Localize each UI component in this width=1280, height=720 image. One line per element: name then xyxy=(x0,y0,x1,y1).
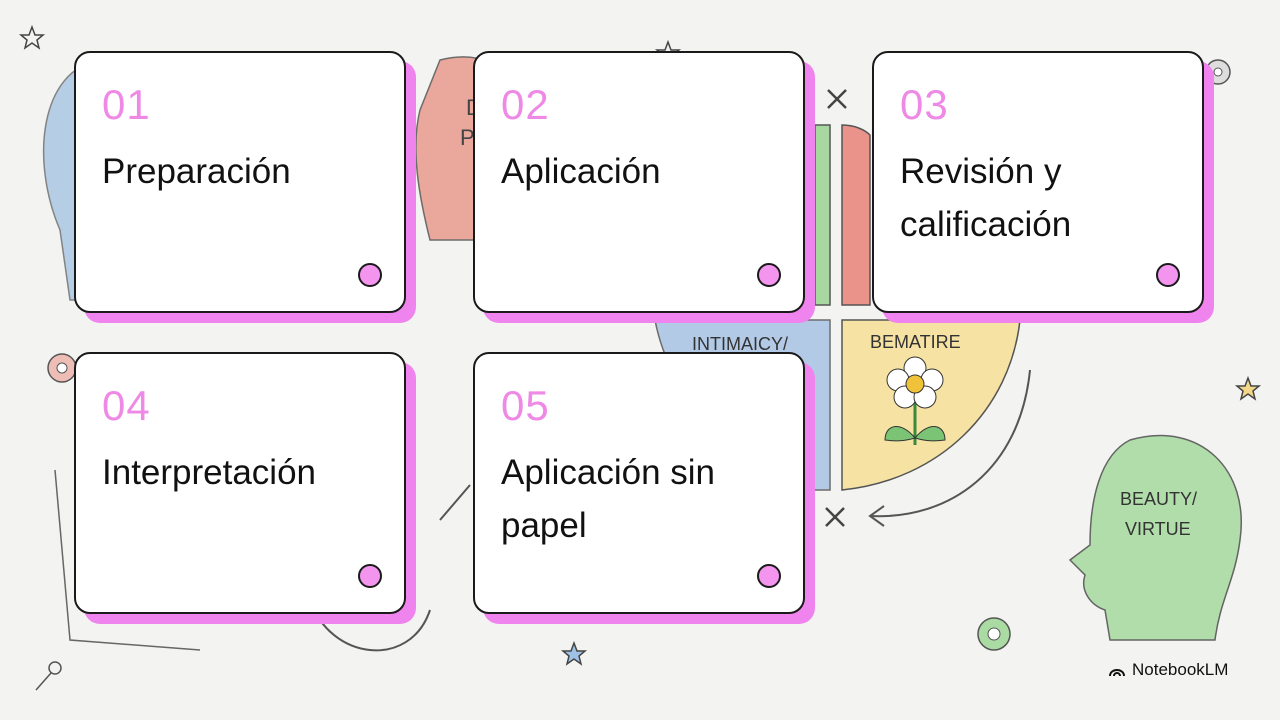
left-page-sketch xyxy=(54,469,201,651)
dart-arrow xyxy=(439,484,471,521)
card-dot-icon xyxy=(757,564,781,588)
step-title: Interpretación xyxy=(102,453,317,492)
quadrant-red xyxy=(841,124,871,306)
gear-icon xyxy=(977,617,1011,651)
card-dot-icon xyxy=(757,263,781,287)
gear-icon xyxy=(1205,59,1231,85)
curve-arrow xyxy=(869,369,1031,518)
step-card-03: 03 Revisión y calificación xyxy=(872,51,1204,313)
notebooklm-logo-icon xyxy=(1109,669,1125,677)
card-dot-icon xyxy=(358,564,382,588)
step-card-05: 05 Aplicación sin papel xyxy=(473,352,805,614)
target-circle xyxy=(309,599,431,652)
pin-icon xyxy=(35,661,62,691)
star-icon xyxy=(560,640,588,666)
step-title: Aplicación sin papel xyxy=(501,453,715,545)
x-mark-bottom xyxy=(825,507,845,527)
quadrant-right-label: BEMATIRE xyxy=(870,332,961,352)
green-head-sketch xyxy=(1068,434,1242,641)
step-title: Preparación xyxy=(102,152,291,191)
head-label-line1: BEAUTY/ xyxy=(1120,489,1197,509)
gear-icon xyxy=(47,353,77,383)
brand-label: NotebookLM xyxy=(1132,660,1229,679)
notebooklm-brand: NotebookLM xyxy=(1108,660,1228,680)
step-title: Revisión y calificación xyxy=(900,152,1072,244)
card-dot-icon xyxy=(358,263,382,287)
quadrant-green xyxy=(814,124,831,306)
step-title: Aplicación xyxy=(501,152,661,191)
quadrant-left-label: INTIMAICY/ xyxy=(692,334,788,354)
star-icon xyxy=(1234,375,1262,401)
step-number: 04 xyxy=(102,382,151,429)
step-card-04: 04 Interpretación xyxy=(74,352,406,614)
step-number: 05 xyxy=(501,382,550,429)
head-label-line2: VIRTUE xyxy=(1125,519,1191,539)
red-head-fragment-2: P xyxy=(460,125,475,150)
x-mark-top xyxy=(827,89,847,109)
step-number: 01 xyxy=(102,81,151,128)
step-card-01: 01 Preparación xyxy=(74,51,406,313)
flower-sketch xyxy=(884,356,946,445)
step-number: 03 xyxy=(900,81,949,128)
star-icon xyxy=(18,24,46,50)
step-card-02: 02 Aplicación xyxy=(473,51,805,313)
card-dot-icon xyxy=(1156,263,1180,287)
curve-arrow-head xyxy=(868,505,885,527)
step-number: 02 xyxy=(501,81,550,128)
